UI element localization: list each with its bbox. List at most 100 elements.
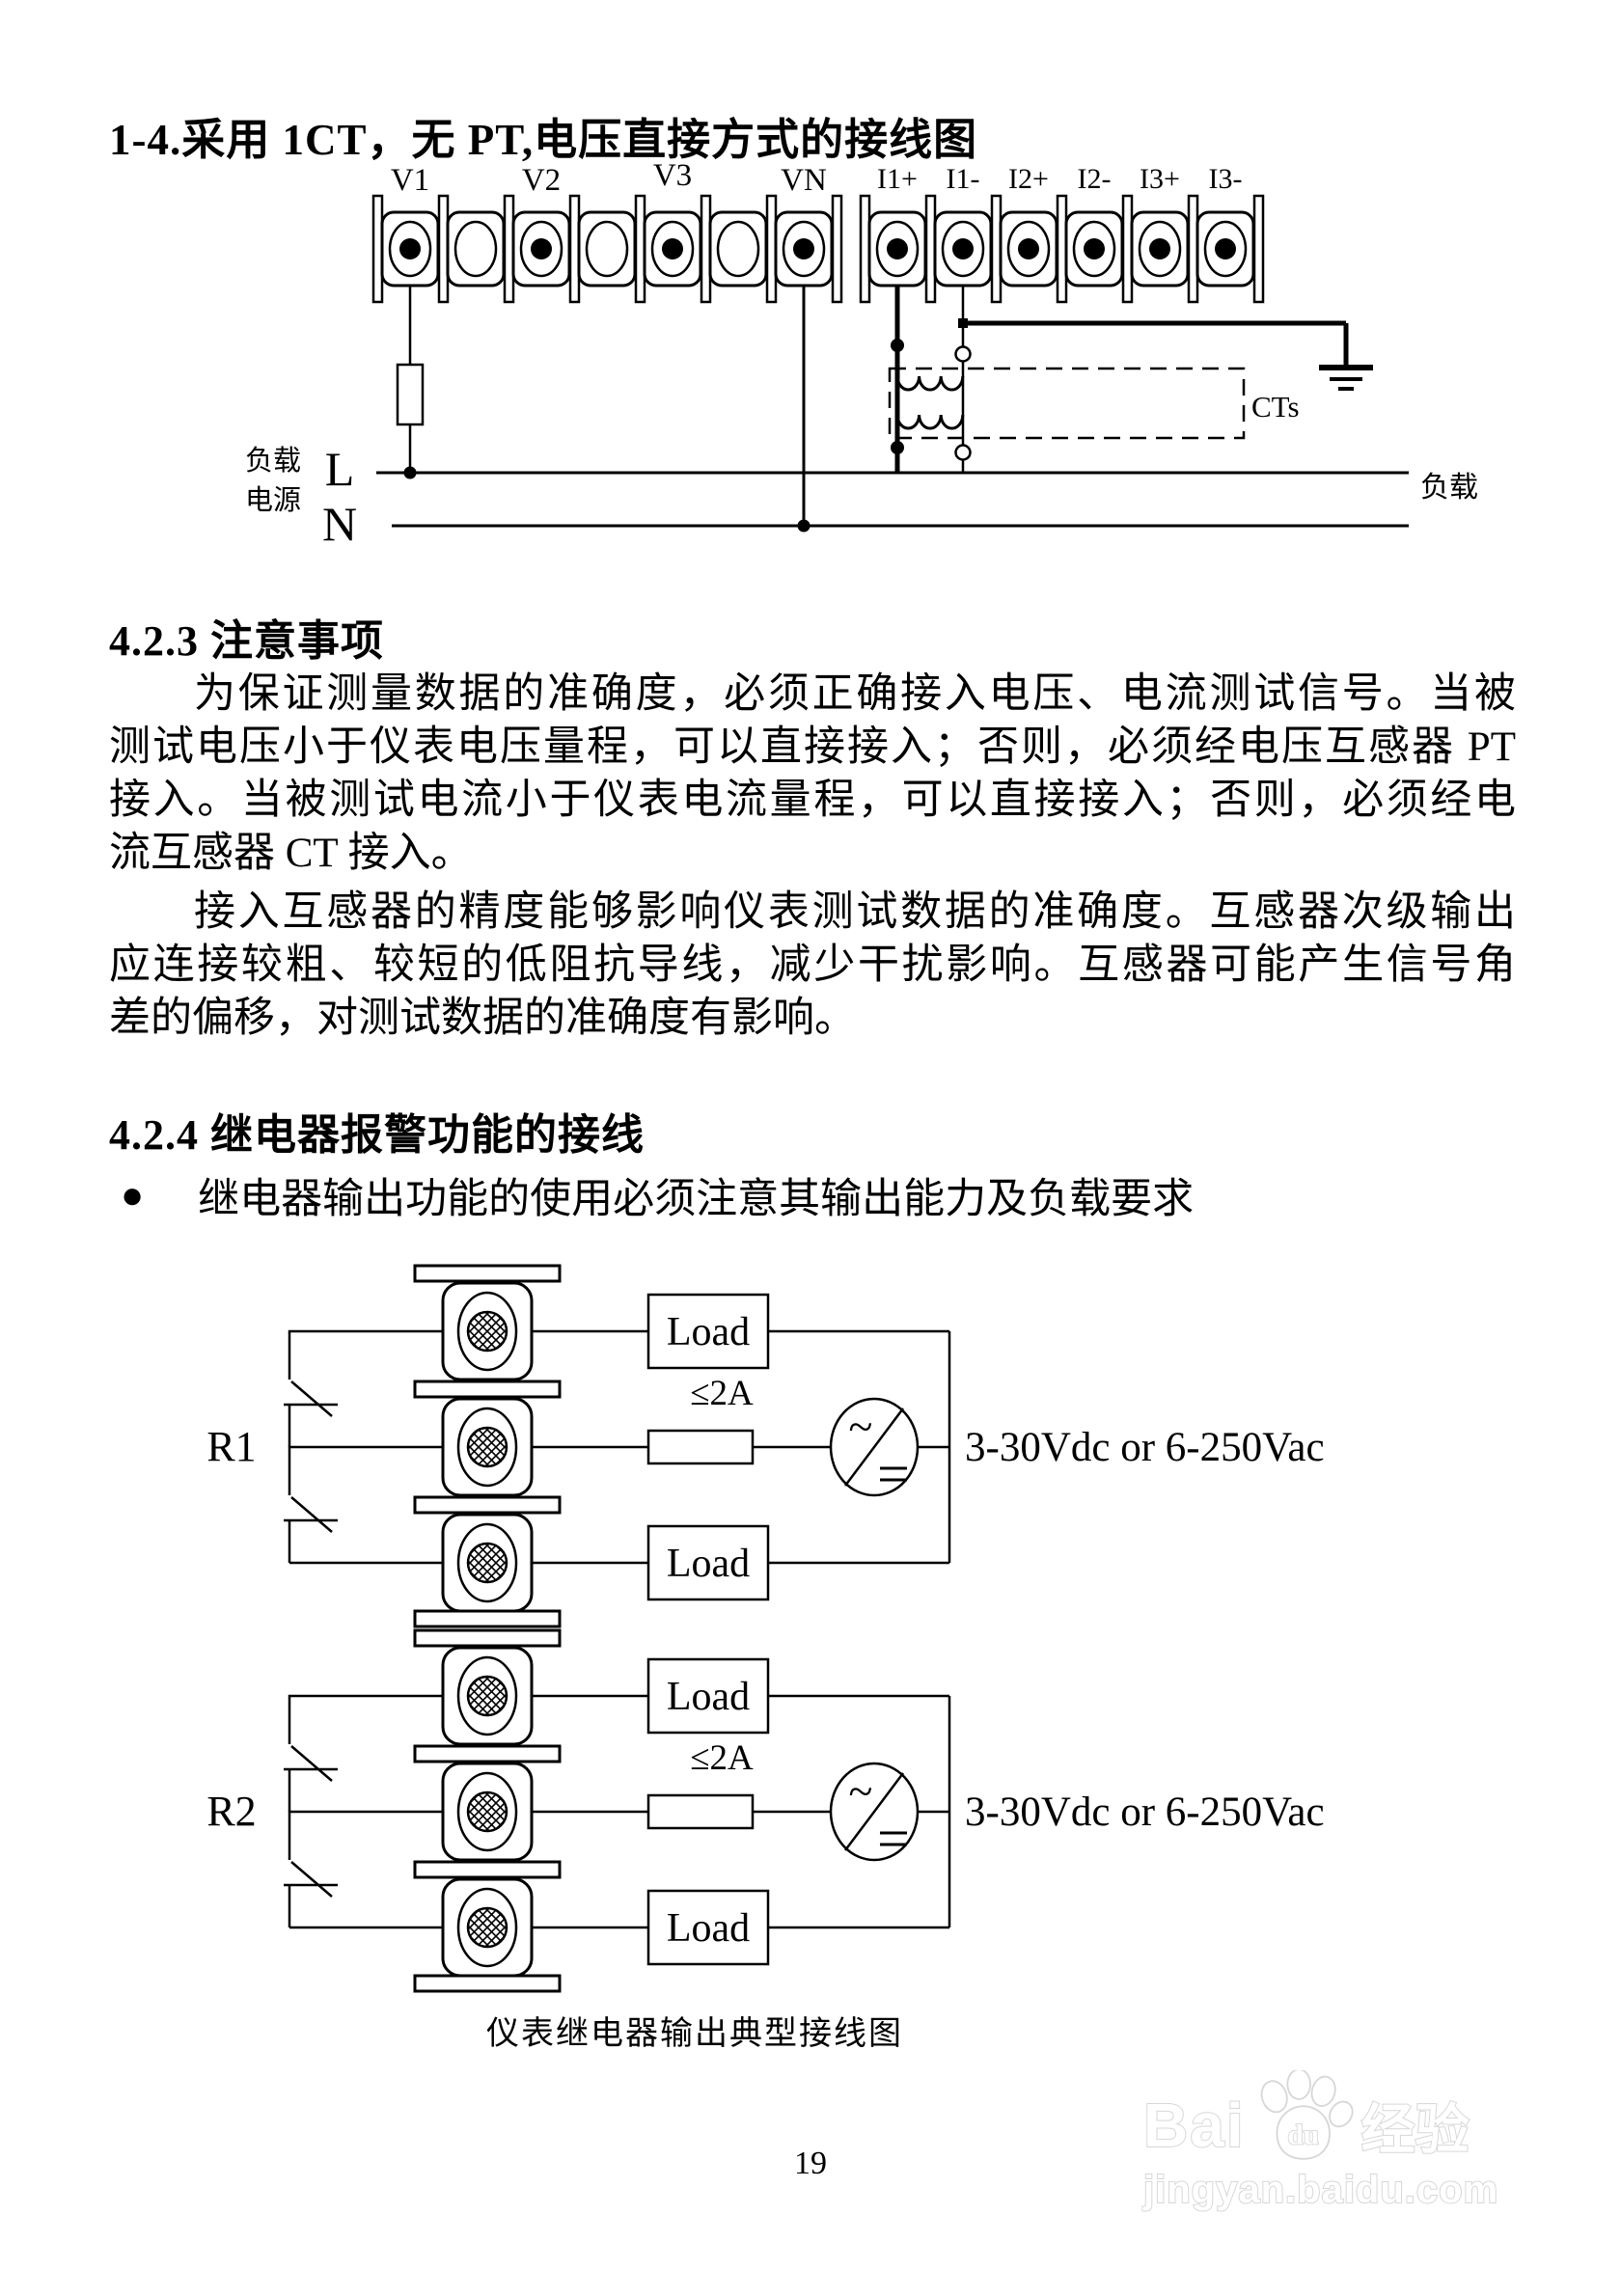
- para-line: 应连接较粗、较短的低阻抗导线，减少干扰影响。互感器可能产生信号角: [109, 943, 1516, 988]
- terminal-i2-minus: [1064, 210, 1124, 287]
- relay-terminal: [441, 1397, 534, 1497]
- terminal-label-v1: V1: [391, 163, 429, 198]
- load-box: [646, 1524, 770, 1601]
- terminal-label-v3: V3: [653, 158, 692, 193]
- terminal-spare: [446, 210, 506, 287]
- baidu-jingyan-watermark: Bai du 经验 jingyan.baidu.com: [1142, 2070, 1568, 2212]
- load-box: [646, 1657, 770, 1735]
- terminal-plate: [413, 1628, 562, 1648]
- relay-diagram-caption: 仪表继电器输出典型接线图: [486, 2016, 903, 2052]
- watermark-paw-text: du: [1287, 2119, 1318, 2150]
- page-number: 19: [794, 2146, 827, 2181]
- ac-tilde: ~: [849, 1402, 873, 1451]
- ground-branch: [958, 318, 1373, 391]
- r1-output-circuit: [532, 1293, 951, 1601]
- junction-dot: [891, 441, 904, 454]
- terminal-i1-minus: [933, 210, 993, 287]
- para-line: 测试电压小于仪表电压量程，可以直接接入；否则，必须经电压互感器 PT: [109, 724, 1516, 770]
- terminal-plate: [413, 1744, 562, 1763]
- terminal-i3-plus: [1130, 210, 1190, 287]
- load-label: Load: [667, 1906, 750, 1951]
- terminal-label-i2p: I2+: [1008, 163, 1049, 195]
- relay-r1-label: R1: [206, 1423, 256, 1470]
- relay-terminal: [441, 1762, 534, 1862]
- terminal-vn: [774, 210, 834, 287]
- terminal-v3: [643, 210, 702, 287]
- load-source-label-1: 负载: [245, 445, 301, 477]
- terminal-i3-minus: [1195, 210, 1255, 287]
- fuse-symbol: [396, 363, 425, 426]
- ct-dashed-box: [888, 367, 1246, 440]
- line-l-label: L: [325, 442, 355, 496]
- connector-circle: [954, 444, 972, 461]
- baidu-paw-icon: du: [1260, 2070, 1354, 2160]
- fuse-box: [646, 1793, 755, 1830]
- r2-output-circuit: [532, 1657, 951, 1966]
- terminal-i2-plus: [999, 210, 1058, 287]
- relay-note-bullet: ● 继电器输出功能的使用必须注意其输出能力及负载要求: [121, 1165, 1194, 1225]
- terminal-label-i1p: I1+: [877, 163, 918, 195]
- para-line: 流互感器 CT 接入。: [109, 831, 473, 876]
- terminal-label-v2: V2: [522, 163, 561, 198]
- relay-output-diagram: R1 Load Load ≤2A ~ 3-3: [206, 1264, 1325, 1993]
- voltage-rating-label: 3-30Vdc or 6-250Vac: [965, 1790, 1325, 1835]
- watermark-brand-row: Bai du 经验: [1142, 2070, 1568, 2167]
- terminal-cells: [380, 210, 1255, 287]
- terminal-plate: [413, 1495, 562, 1515]
- terminal-labels: V1 V2 V3 VN I1+ I1- I2+ I2- I3+ I3-: [391, 158, 1243, 198]
- terminal-wiring-diagram: V1 V2 V3 VN I1+ I1- I2+ I2- I3+ I3-: [245, 158, 1478, 551]
- para-line: 接入。当被测试电流小于仪表电流量程，可以直接接入；否则，必须经电: [109, 778, 1516, 823]
- terminal-label-i3m: I3-: [1209, 163, 1243, 195]
- connector-circle: [954, 345, 972, 363]
- terminal-plate: [413, 1380, 562, 1399]
- para-line: 接入互感器的精度能够影响仪表测试数据的准确度。互感器次级输出: [194, 889, 1516, 935]
- terminal-label-i3p: I3+: [1140, 163, 1180, 195]
- terminal-i1-plus: [867, 210, 927, 287]
- section-423-heading: 4.2.3 注意事项: [109, 617, 384, 665]
- bullet-icon: ●: [121, 1173, 145, 1216]
- watermark-url: jingyan.baidu.com: [1142, 2168, 1499, 2212]
- terminal-label-i1m: I1-: [947, 163, 980, 195]
- watermark-brand-cn: 经验: [1360, 2098, 1470, 2161]
- terminal-plate: [413, 1264, 562, 1283]
- junction-dot: [891, 339, 904, 352]
- load-label: Load: [667, 1675, 750, 1719]
- ct-primary-coil: [895, 375, 965, 392]
- relay-r2-block: R2 Load Load ≤2A ~ 3-3: [206, 1628, 1325, 1993]
- bullet-text: 继电器输出功能的使用必须注意其输出能力及负载要求: [198, 1177, 1195, 1222]
- terminal-spare: [577, 210, 637, 287]
- relay-r1-block: R1 Load Load ≤2A ~ 3-3: [206, 1264, 1325, 1628]
- wiring-diagram-title: 1-4.采用 1CT，无 PT,电压直接方式的接线图: [109, 116, 978, 164]
- terminal-spare: [708, 210, 768, 287]
- terminal-plate: [413, 1974, 562, 1993]
- para-line: 差的偏移，对测试数据的准确度有影响。: [109, 996, 856, 1041]
- line-n-label: N: [322, 497, 357, 551]
- relay-terminal: [441, 1513, 534, 1613]
- section-424-heading: 4.2.4 继电器报警功能的接线: [109, 1111, 645, 1159]
- i1-minus-wire: [954, 286, 972, 473]
- terminal-label-vn: VN: [781, 163, 827, 198]
- terminal-v1: [380, 210, 440, 287]
- cts-label: CTs: [1251, 390, 1300, 424]
- relay-terminal: [441, 1877, 534, 1978]
- section-423-paragraph-1: 为保证测量数据的准确度，必须正确接入电压、电流测试信号。当被 测试电压小于仪表电…: [109, 668, 1516, 880]
- voltage-rating-label: 3-30Vdc or 6-250Vac: [965, 1425, 1325, 1470]
- ground-icon: [1319, 365, 1373, 391]
- ac-tilde: ~: [849, 1766, 873, 1816]
- para-line: 为保证测量数据的准确度，必须正确接入电压、电流测试信号。当被: [194, 671, 1516, 717]
- relay-terminal: [441, 1646, 534, 1746]
- watermark-brand-prefix: Bai: [1142, 2090, 1246, 2161]
- load-label: Load: [667, 1542, 750, 1586]
- fuse-box: [646, 1429, 755, 1465]
- load-source-label-2: 电源: [245, 484, 301, 516]
- v1-wire-with-fuse: [396, 286, 425, 473]
- relay-r2-label: R2: [206, 1788, 256, 1835]
- section-423-paragraph-2: 接入互感器的精度能够影响仪表测试数据的准确度。互感器次级输出 应连接较粗、较短的…: [109, 886, 1516, 1045]
- terminal-plate: [413, 1609, 562, 1628]
- fuse-rating-label: ≤2A: [690, 1738, 754, 1778]
- terminal-plate: [413, 1860, 562, 1879]
- terminal-v2: [511, 210, 571, 287]
- relay-terminal: [441, 1281, 534, 1381]
- r2-switch-contacts: [284, 1694, 443, 1929]
